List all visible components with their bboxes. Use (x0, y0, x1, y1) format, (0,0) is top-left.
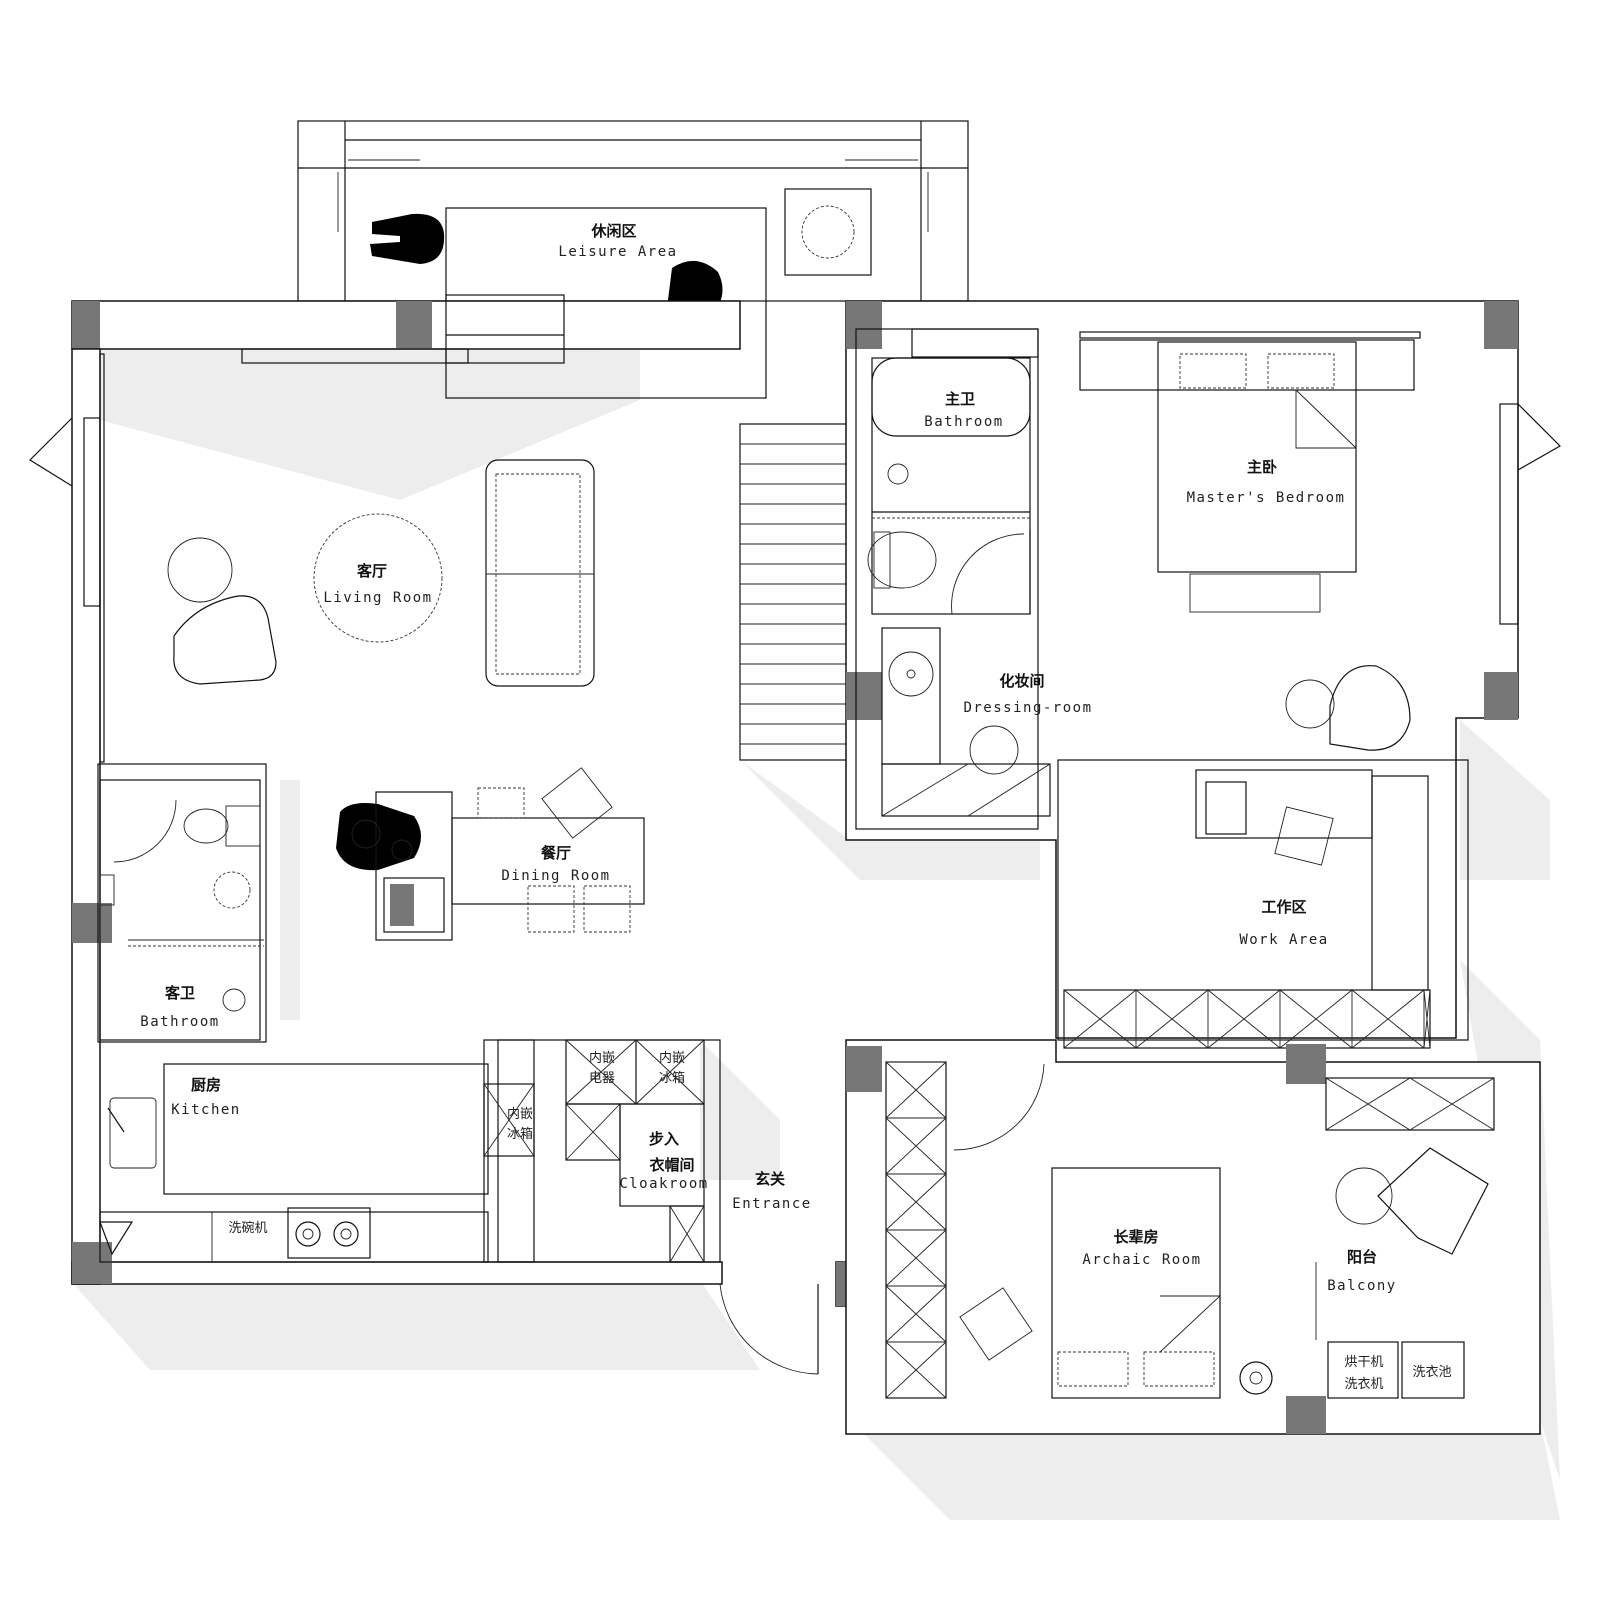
kitchen-zh: 厨房 (191, 1076, 221, 1094)
master-bedroom (1079, 331, 1421, 751)
cabinets (483, 1039, 705, 1263)
master-bathroom-zh: 主卫 (945, 390, 975, 408)
guest-bathroom-en: Bathroom (140, 1014, 219, 1030)
balcony-en: Balcony (1327, 1278, 1397, 1294)
builtin-fridge2-label-2: 冰箱 (507, 1126, 533, 1142)
entrance-zh: 玄关 (755, 1170, 785, 1188)
builtin-fridge2-label-1: 内嵌 (507, 1106, 533, 1122)
builtin-appliance-label-2: 电器 (589, 1071, 615, 1086)
dressing-room (881, 627, 1051, 817)
dressing-room-en: Dressing-room (963, 700, 1092, 716)
guest-bathroom-zh: 客卫 (164, 984, 195, 1002)
staircase (739, 423, 849, 761)
work-area (1057, 759, 1469, 1049)
living-room-en: Living Room (323, 590, 432, 606)
room-labels: 休闲区 Leisure Area 客厅 Living Room 餐厅 Dinin… (140, 222, 1397, 1294)
lower-right-unit (845, 1039, 1541, 1435)
appliance-labels: 洗碗机 内嵌 电器 内嵌 冰箱 内嵌 冰箱 烘干机 洗衣机 洗衣池 (228, 1050, 1451, 1392)
dishwasher-label: 洗碗机 (228, 1220, 267, 1236)
balcony-zh: 阳台 (1347, 1248, 1377, 1266)
master-bathroom (867, 328, 1039, 615)
master-bedroom-en: Master's Bedroom (1187, 490, 1346, 506)
cloakroom-en: Cloakroom (619, 1176, 708, 1192)
left-unit-walls (29, 294, 741, 1285)
work-area-en: Work Area (1239, 932, 1328, 948)
living-room-furniture (167, 459, 595, 687)
master-bedroom-zh: 主卧 (1247, 458, 1277, 476)
builtin-appliance-label-1: 内嵌 (589, 1050, 615, 1066)
leisure-area-zh: 休闲区 (590, 222, 636, 240)
archaic-room-en: Archaic Room (1082, 1252, 1201, 1268)
cloakroom-zh-2: 衣帽间 (649, 1156, 694, 1174)
leisure-area-en: Leisure Area (558, 244, 677, 260)
entrance-en: Entrance (732, 1196, 811, 1212)
builtin-fridge-label-2: 冰箱 (659, 1070, 685, 1086)
guest-bathroom (97, 763, 267, 1043)
washer-label: 洗衣机 (1344, 1376, 1383, 1392)
laundry-sink-label: 洗衣池 (1412, 1364, 1451, 1380)
work-area-zh: 工作区 (1261, 898, 1306, 916)
dining-room-zh: 餐厅 (541, 844, 571, 862)
dining-room-en: Dining Room (501, 868, 610, 884)
cloakroom-zh-1: 步入 (649, 1130, 679, 1148)
archaic-room-zh: 长辈房 (1113, 1228, 1158, 1246)
living-room-zh: 客厅 (356, 562, 387, 580)
right-unit-walls (845, 300, 1561, 1039)
master-bathroom-en: Bathroom (924, 414, 1003, 430)
kitchen-en: Kitchen (171, 1102, 241, 1118)
dryer-label: 烘干机 (1344, 1355, 1383, 1370)
dressing-room-zh: 化妆间 (999, 672, 1044, 690)
dining-furniture (351, 767, 645, 941)
kitchen (99, 1039, 721, 1263)
builtin-fridge-label-1: 内嵌 (659, 1050, 685, 1066)
